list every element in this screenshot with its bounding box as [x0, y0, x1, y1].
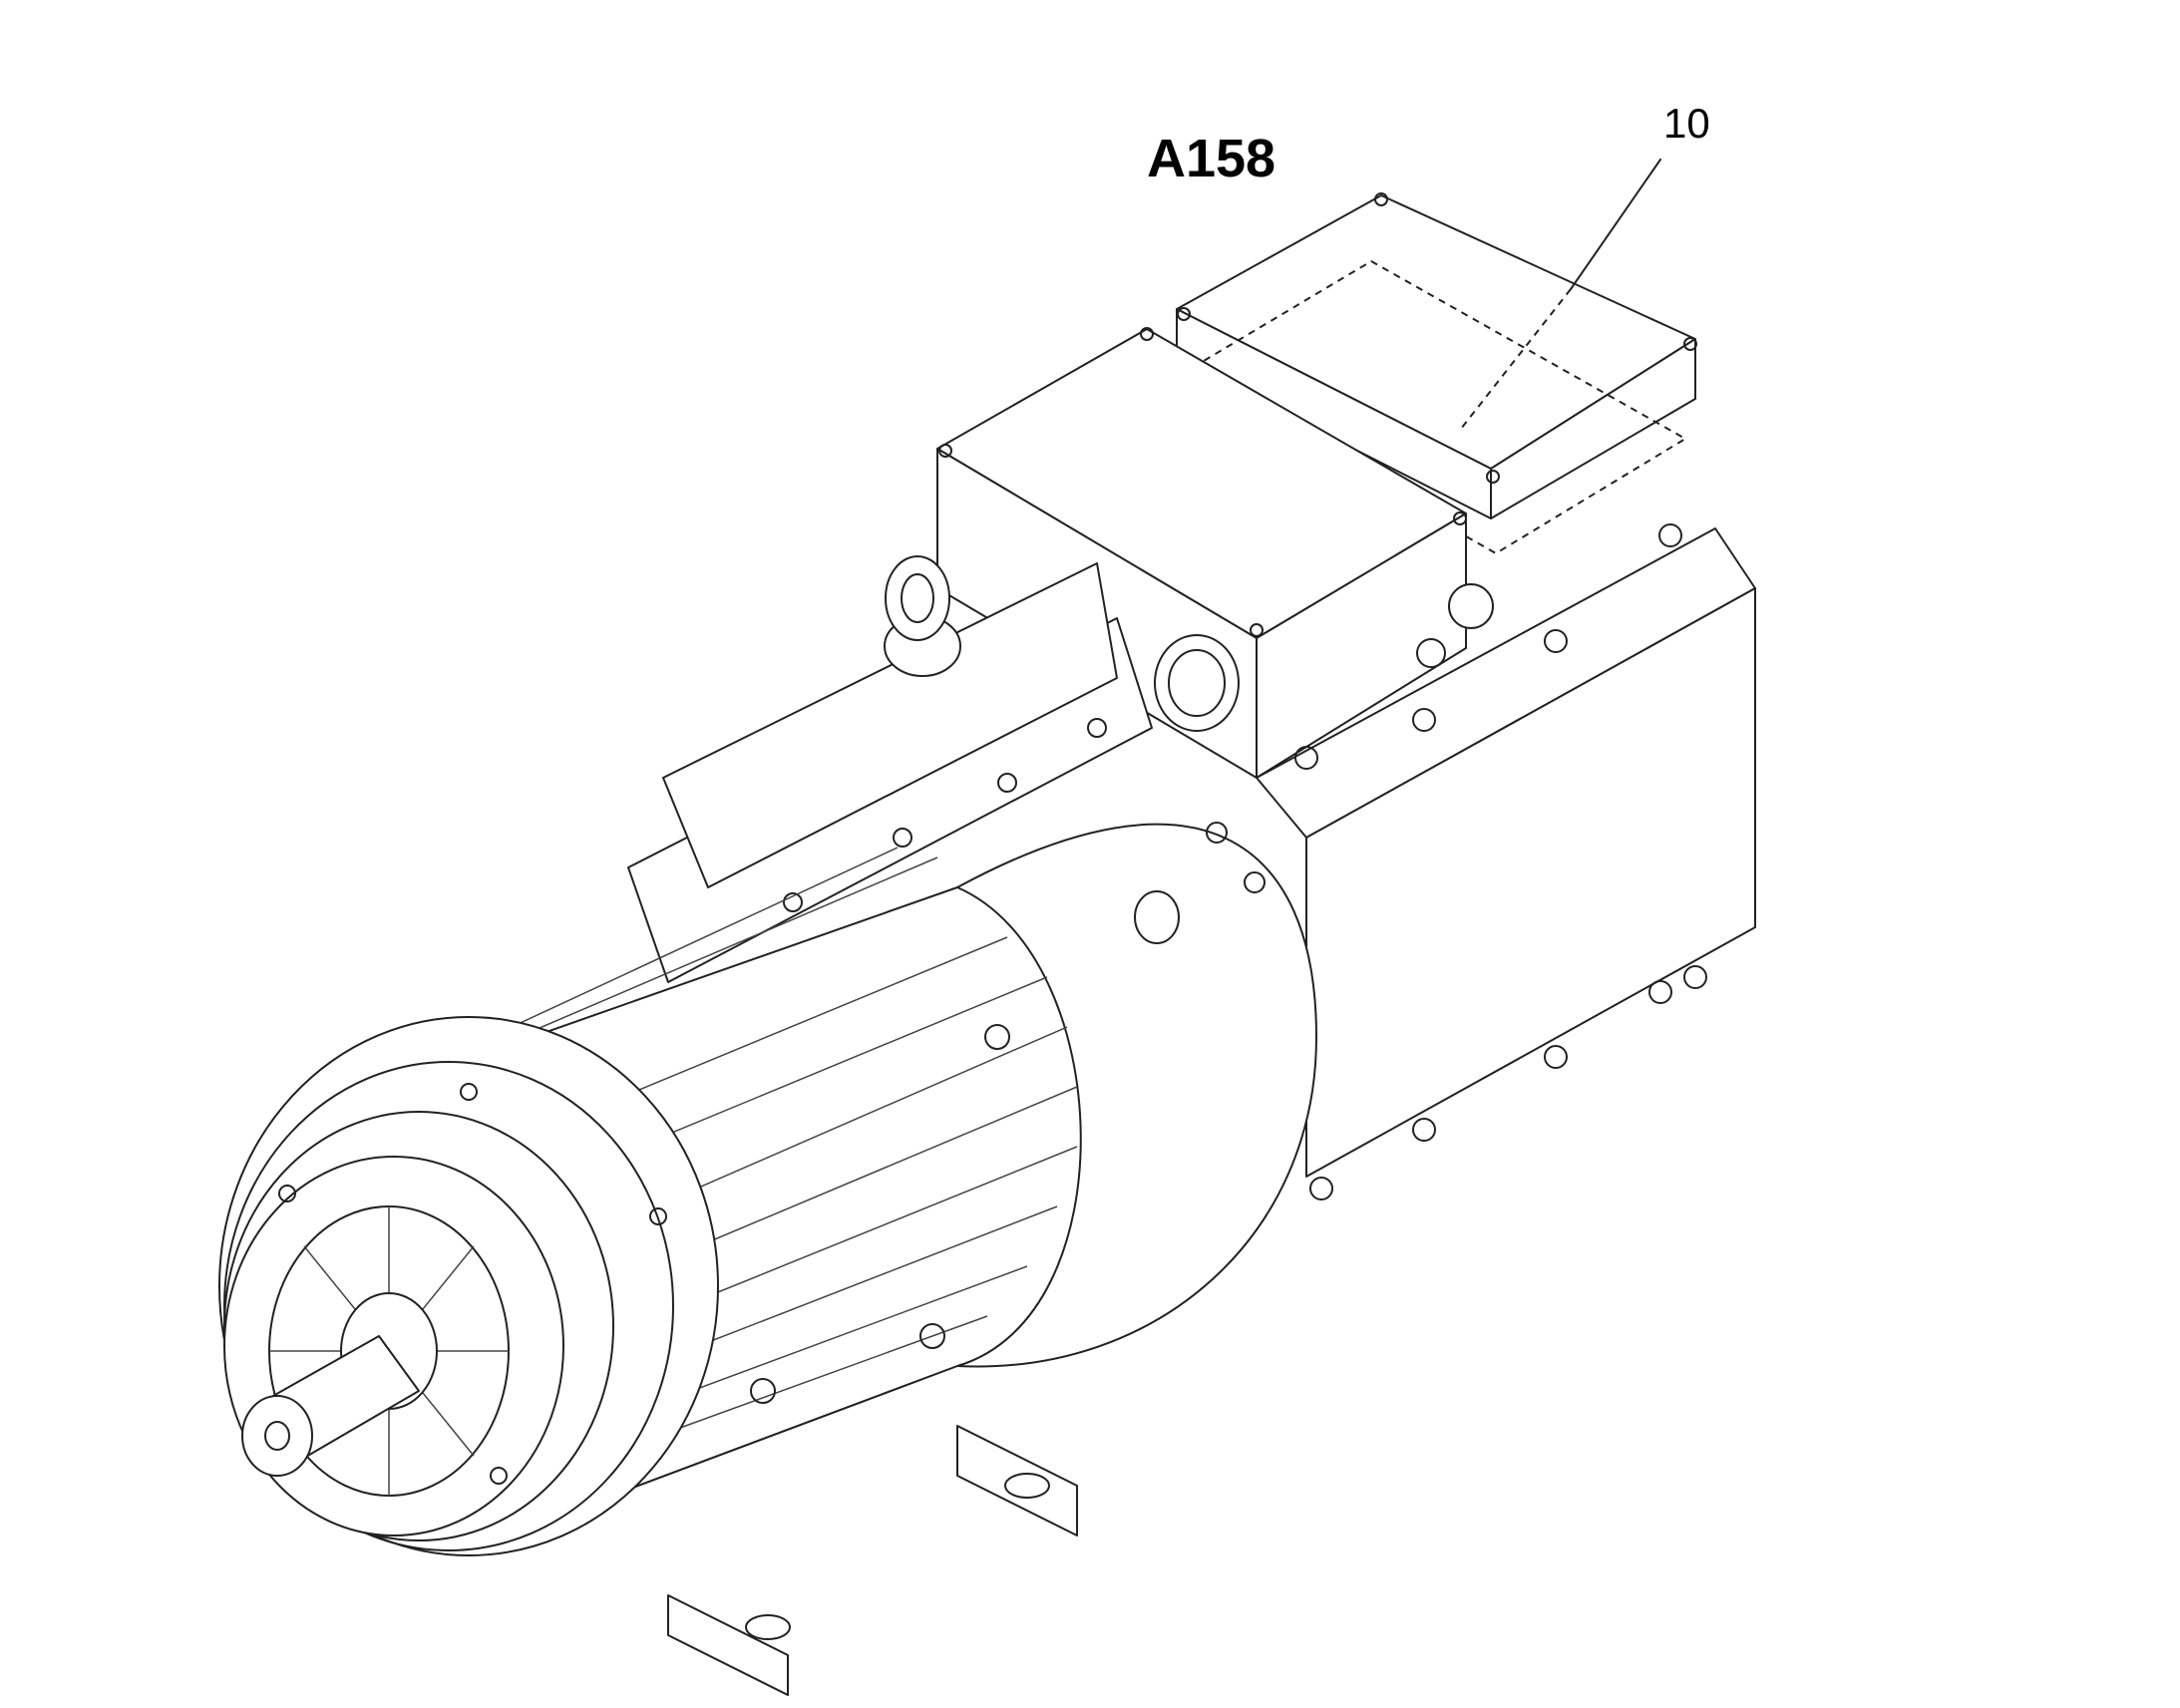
- callout-10-leader-line-dashed: [1460, 288, 1572, 430]
- terminal-box-rear: [1176, 192, 1697, 555]
- output-shaft: [241, 1335, 420, 1477]
- motor-housing-extension: [1256, 523, 1756, 1200]
- callout-10-leader-line: [1570, 159, 1661, 290]
- cable-gland: [1448, 583, 1494, 629]
- lifting-eye: [884, 555, 961, 677]
- cable-gland-port: [1154, 634, 1240, 732]
- end-cover: [218, 1016, 719, 1556]
- callout-number: 10: [1663, 100, 1710, 147]
- terminal-box-front: [936, 327, 1494, 779]
- mounting-feet: [667, 1425, 1078, 1696]
- figure-label: A158: [1147, 129, 1276, 188]
